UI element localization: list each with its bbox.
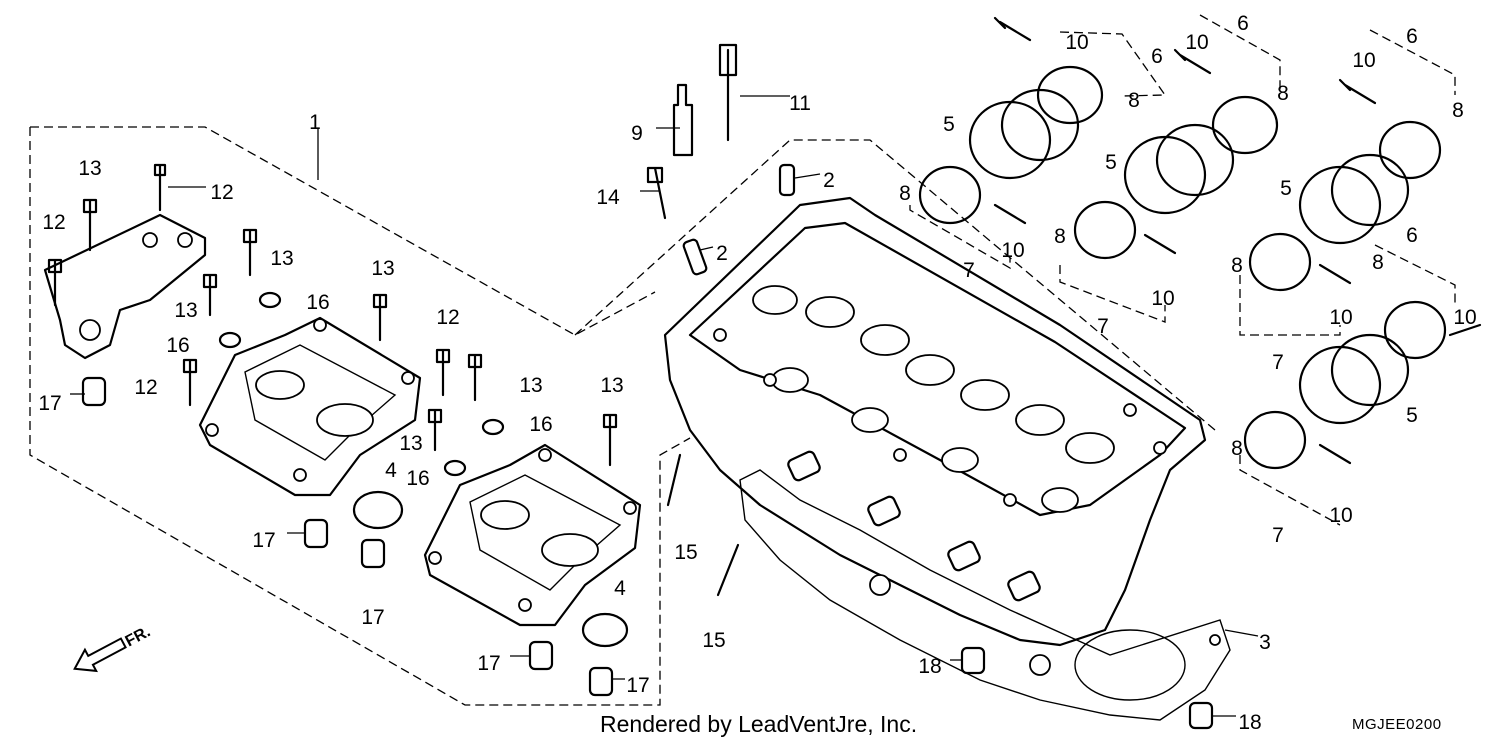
- callout-c6c: 6: [1406, 25, 1418, 48]
- callout-c2b: 2: [716, 242, 728, 265]
- callout-c8f: 8: [1231, 254, 1243, 277]
- callout-c7d: 7: [1272, 524, 1284, 547]
- callout-c13d: 13: [174, 299, 197, 322]
- callout-c8c: 8: [1054, 225, 1066, 248]
- callout-c16b: 16: [166, 334, 189, 357]
- callout-c4b: 4: [614, 577, 626, 600]
- render-credit: Rendered by LeadVentJre, Inc.: [600, 711, 918, 737]
- callout-c13c: 13: [371, 257, 394, 280]
- callout-c17e: 17: [626, 674, 649, 697]
- callout-c10d: 10: [1001, 239, 1024, 262]
- callout-c8d: 8: [1277, 82, 1289, 105]
- callout-c12a: 12: [210, 181, 233, 204]
- callout-c13e: 13: [519, 374, 542, 397]
- callout-c12c: 12: [134, 376, 157, 399]
- callout-c5c: 5: [1280, 177, 1292, 200]
- callout-c12d: 12: [436, 306, 459, 329]
- callout-c2a: 2: [823, 169, 835, 192]
- front-direction-arrow: FR.: [73, 623, 154, 673]
- head-gasket: [739, 469, 1231, 721]
- callout-c10a: 10: [1065, 31, 1088, 54]
- callout-c8h: 8: [1231, 437, 1243, 460]
- callout-c6b: 6: [1237, 12, 1249, 35]
- callout-c10c: 10: [1352, 49, 1375, 72]
- callout-c8e: 8: [1452, 99, 1464, 122]
- diagram-code: MGJEE0200: [1352, 716, 1442, 733]
- callout-c15a: 15: [674, 541, 697, 564]
- callout-c15b: 15: [702, 629, 725, 652]
- callout-c7c: 7: [1272, 351, 1284, 374]
- callout-c17c: 17: [361, 606, 384, 629]
- cam-holder-bracket: [43, 213, 207, 360]
- callout-c7b: 7: [1097, 315, 1109, 338]
- head-cover-left: [198, 316, 422, 497]
- bolts: [47, 16, 1482, 467]
- callout-c8a: 8: [1128, 89, 1140, 112]
- callout-c16d: 16: [406, 467, 429, 490]
- callout-c10f: 10: [1329, 306, 1352, 329]
- callout-c18a: 18: [918, 655, 941, 678]
- callout-c16c: 16: [529, 413, 552, 436]
- callout-c16a: 16: [306, 291, 329, 314]
- callout-c11: 11: [789, 92, 811, 115]
- callout-c13g: 13: [399, 432, 422, 455]
- callout-c8g: 8: [1372, 251, 1384, 274]
- group-boundary-lines: [29, 14, 1456, 706]
- insulators-and-clamps: [918, 65, 1447, 470]
- callout-c7a: 7: [963, 259, 975, 282]
- callout-c6d: 6: [1406, 224, 1418, 247]
- callout-c17d: 17: [477, 652, 500, 675]
- small-parts: [81, 291, 1214, 730]
- callout-c18b: 18: [1238, 711, 1261, 734]
- spark-plug-and-pins: [666, 83, 796, 597]
- head-cover-right: [423, 443, 642, 627]
- callout-c13f: 13: [600, 374, 623, 397]
- callout-c17a: 17: [38, 392, 61, 415]
- callout-c6a: 6: [1151, 45, 1163, 68]
- callout-c13b: 13: [270, 247, 293, 270]
- callout-c13a: 13: [78, 157, 101, 180]
- callout-c14: 14: [596, 186, 620, 209]
- callout-c1: 1: [309, 111, 321, 134]
- callout-c12b: 12: [42, 211, 65, 234]
- leader-lines: [70, 95, 1259, 717]
- callout-c5a: 5: [943, 113, 955, 136]
- callout-c8b: 8: [899, 182, 911, 205]
- callout-c5d: 5: [1406, 404, 1418, 427]
- cylinder-head: [663, 196, 1207, 647]
- callout-c10b: 10: [1185, 31, 1208, 54]
- front-direction-label: FR.: [123, 623, 154, 650]
- callout-c5b: 5: [1105, 151, 1117, 174]
- callout-c4a: 4: [385, 459, 397, 482]
- callout-c3: 3: [1259, 631, 1271, 654]
- callout-c17b: 17: [252, 529, 275, 552]
- callout-c9: 9: [631, 122, 643, 145]
- callout-c10h: 10: [1329, 504, 1352, 527]
- callout-c10g: 10: [1453, 306, 1476, 329]
- callout-c10e: 10: [1151, 287, 1174, 310]
